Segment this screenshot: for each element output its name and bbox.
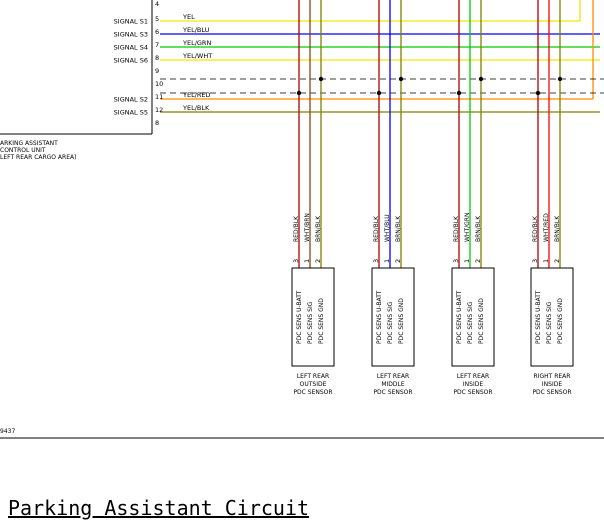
sensor-pin-function: PDC SENS GND xyxy=(478,298,485,344)
signal-name: SIGNAL S6 xyxy=(114,57,148,65)
connector-pin-label: 12 xyxy=(155,106,163,114)
sensor-pin-number: 1 xyxy=(383,259,391,263)
sensor-pin-number: 3 xyxy=(531,259,539,263)
sensor-wire-color-label: BRN/BLK xyxy=(475,215,482,242)
signal-wire-color-label: YEL/BLK xyxy=(182,104,210,112)
sensor-label: RIGHT REAR xyxy=(534,373,571,380)
sensor-pin-number: 3 xyxy=(372,259,380,263)
diagram-caption: Parking Assistant Circuit xyxy=(8,496,310,520)
junction-dot xyxy=(296,90,302,96)
connector-pin-label: 6 xyxy=(155,28,159,36)
sensor-pin-function: PDC SENS GND xyxy=(318,298,325,344)
figure-id: 9437 xyxy=(0,428,15,435)
sensor-pin-function: PDC SENS SIG xyxy=(387,301,394,344)
sensor-pin-number: 2 xyxy=(314,259,322,263)
sensor-wire-color-label: WHT/GRN xyxy=(464,213,471,242)
signal-wire-color-label: YEL/RED xyxy=(182,91,211,99)
wire-layer xyxy=(160,0,604,268)
sensor-wire-color-label: BRN/BLK xyxy=(554,215,561,242)
signal-name: SIGNAL S5 xyxy=(114,109,148,117)
sensor-wire-color-label: RED/BLK xyxy=(532,215,539,242)
sensor-pin-function: PDC SENS U-BATT xyxy=(535,290,542,344)
signal-wire-color-label: YEL/BLU xyxy=(182,26,210,34)
sensor-wire-color-label: WHT/RED xyxy=(543,213,550,242)
sensor-pin-function: PDC SENS SIG xyxy=(467,301,474,344)
sensor-pin-number: 1 xyxy=(303,259,311,263)
sensor-pin-number: 1 xyxy=(463,259,471,263)
sensor-label: PDC SENSOR xyxy=(532,389,571,396)
control-unit-label: LEFT REAR CARGO AREA) xyxy=(0,154,76,161)
junction-dot xyxy=(535,90,541,96)
connector-pin-label: 10 xyxy=(155,80,163,88)
sensor-label: INSIDE xyxy=(542,381,562,388)
sensor-pin-function: PDC SENS U-BATT xyxy=(456,290,463,344)
sensor-pin-function: PDC SENS U-BATT xyxy=(376,290,383,344)
sensor-wire-color-label: BRN/BLK xyxy=(315,215,322,242)
junction-dot xyxy=(456,90,462,96)
sensor-pin-function: PDC SENS U-BATT xyxy=(296,290,303,344)
sensor-connector-box xyxy=(371,267,415,367)
sensor-pin-number: 2 xyxy=(394,259,402,263)
sensor-pin-function: PDC SENS SIG xyxy=(307,301,314,344)
sensor-wire-color-label: WHT/BLU xyxy=(384,214,391,242)
junction-dot xyxy=(398,76,404,82)
signal-name: SIGNAL S1 xyxy=(114,18,148,26)
signal-wire-color-label: YEL xyxy=(182,13,195,21)
sensor-label: PDC SENSOR xyxy=(453,389,492,396)
connector-pin-label: 4 xyxy=(155,0,159,8)
sensor-pin-number: 2 xyxy=(474,259,482,263)
signal-name: SIGNAL S2 xyxy=(114,96,148,104)
sensor-wire-color-label: WHT/BRN xyxy=(304,213,311,242)
sensor-connector-box xyxy=(530,267,574,367)
signal-name: SIGNAL S4 xyxy=(114,44,148,52)
sensor-label: MIDDLE xyxy=(381,381,405,388)
misc-layer: 9437 xyxy=(0,428,604,439)
control-unit-label: ARKING ASSISTANT xyxy=(0,140,58,147)
junction-dot xyxy=(478,76,484,82)
connector-pin-label: 9 xyxy=(155,67,159,75)
connector-pin-label: 8 xyxy=(155,54,159,62)
sensor-pin-number: 2 xyxy=(553,259,561,263)
sensor-label: PDC SENSOR xyxy=(373,389,412,396)
sensor-connector-box xyxy=(291,267,335,367)
sensor-wire-color-label: RED/BLK xyxy=(453,215,460,242)
sensor-wire-color-label: RED/BLK xyxy=(373,215,380,242)
signal-wire-color-label: YEL/GRN xyxy=(182,39,211,47)
sensor-pin-number: 1 xyxy=(542,259,550,263)
signal-name: SIGNAL S3 xyxy=(114,31,148,39)
sensor-label: INSIDE xyxy=(463,381,483,388)
connector-pin-label: 8 xyxy=(155,119,159,127)
sensor-wire-color-label: BRN/BLK xyxy=(395,215,402,242)
sensor-pin-number: 3 xyxy=(452,259,460,263)
junction-dot xyxy=(318,76,324,82)
sensor-label: LEFT REAR xyxy=(297,373,329,380)
signal-wire-color-label: YEL/WHT xyxy=(182,52,212,60)
connector-pin-label: 7 xyxy=(155,41,159,49)
sensor-label: LEFT REAR xyxy=(457,373,489,380)
sensor-label: PDC SENSOR xyxy=(293,389,332,396)
sensor-pin-function: PDC SENS SIG xyxy=(546,301,553,344)
signal-labels: SIGNAL S1 YEL SIGNAL S3 YEL/BLU SIGNAL S4 YEL… xyxy=(114,13,213,117)
sensor-pin-number: 3 xyxy=(292,259,300,263)
connector-pin-label: 11 xyxy=(155,93,163,101)
control-unit-label: CONTROL UNIT xyxy=(0,147,46,154)
junction-dot xyxy=(376,90,382,96)
junction-dot xyxy=(557,76,563,82)
sensor-wire-color-label: RED/BLK xyxy=(293,215,300,242)
sensor-label: OUTSIDE xyxy=(300,381,327,388)
sensor-pin-function: PDC SENS GND xyxy=(557,298,564,344)
sensor-connector-box xyxy=(451,267,495,367)
sensor-label: LEFT REAR xyxy=(377,373,409,380)
sensor-pin-function: PDC SENS GND xyxy=(398,298,405,344)
connector-pin-label: 5 xyxy=(155,15,159,23)
